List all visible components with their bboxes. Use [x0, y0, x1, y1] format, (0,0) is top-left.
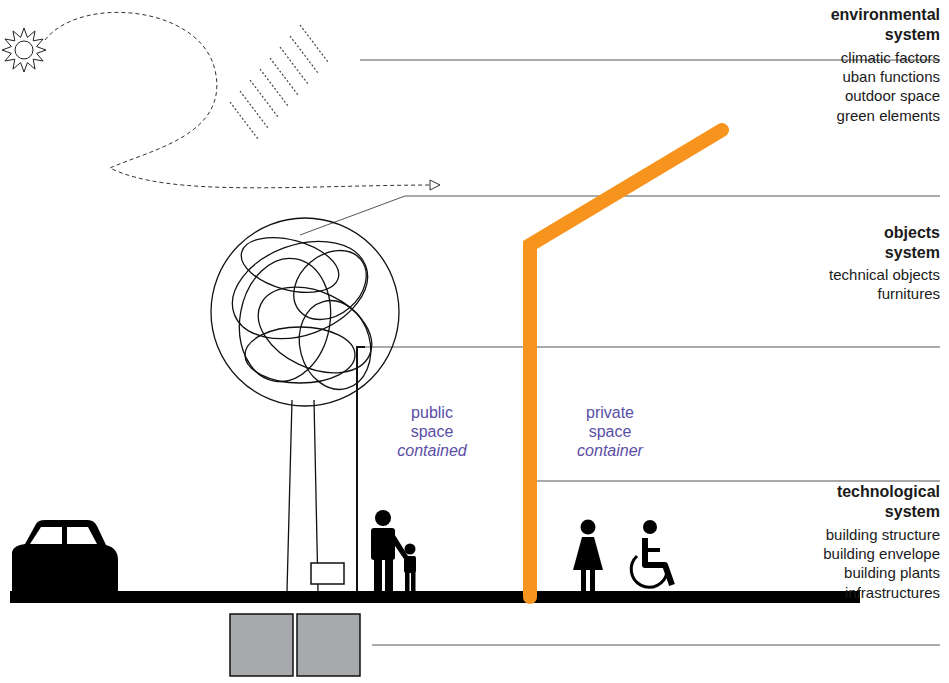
system-component: green elements	[837, 106, 940, 125]
wheelchair-icon	[643, 520, 657, 534]
sun-rays	[2, 28, 46, 72]
wheelchair-icon	[631, 556, 667, 587]
person-icon	[590, 568, 595, 591]
person-icon	[375, 510, 391, 526]
person-icon	[581, 520, 596, 535]
person-icon	[371, 528, 395, 560]
tree-crown	[280, 236, 380, 333]
tree-crown	[245, 327, 355, 383]
system-component: building plants	[844, 563, 940, 582]
child-icon	[405, 544, 416, 555]
wheelchair-icon	[645, 538, 672, 585]
tree-crown	[211, 218, 399, 406]
system-component: uban functions	[842, 67, 940, 86]
system-component: infrastructures	[845, 583, 940, 602]
child-icon	[411, 572, 416, 591]
space-label: private space	[586, 403, 634, 441]
radiation-line	[290, 36, 318, 73]
radiation-line	[280, 47, 308, 84]
car-window	[67, 527, 97, 544]
person-icon	[573, 537, 603, 570]
tree-crown	[219, 224, 381, 356]
person-icon	[581, 568, 586, 591]
tree-trunk	[287, 400, 292, 591]
system-heading: objects system	[884, 223, 940, 263]
system-component: outdoor space	[845, 86, 940, 105]
sun-path	[45, 12, 438, 187]
infrastructure-box	[230, 614, 293, 676]
person-icon	[391, 532, 408, 559]
space-role: contained	[397, 441, 466, 460]
person-icon	[374, 558, 382, 591]
tree-crown	[230, 251, 340, 389]
system-component: building envelope	[823, 544, 940, 563]
infrastructure-box	[297, 614, 360, 676]
wheelchair-icon	[645, 548, 660, 552]
radiation-line	[250, 80, 278, 117]
radiation-line	[270, 58, 298, 95]
building-envelope	[530, 130, 722, 597]
sun-disc	[15, 41, 33, 59]
leader-line	[300, 196, 940, 235]
bracket	[357, 347, 365, 591]
system-component: building structure	[826, 525, 940, 544]
system-component: technical objects	[829, 265, 940, 284]
space-role: container	[577, 441, 643, 460]
tree-crown	[290, 292, 381, 397]
radiation-line	[230, 102, 258, 139]
furniture-object	[311, 563, 344, 584]
tree-crown	[235, 228, 345, 302]
system-heading: environmental system	[831, 5, 940, 45]
arrow-head	[430, 180, 440, 190]
radiation-line	[260, 69, 288, 106]
space-label: public space	[411, 403, 454, 441]
leader-line	[372, 645, 940, 646]
child-icon	[405, 572, 410, 591]
radiation-line	[300, 25, 328, 62]
person-icon	[385, 558, 393, 591]
leader-line	[530, 481, 940, 482]
child-icon	[404, 556, 416, 573]
radiation-line	[240, 91, 268, 128]
car-icon	[12, 520, 118, 591]
leader-line	[365, 347, 940, 348]
ground-line	[10, 591, 860, 603]
car-window	[30, 527, 62, 544]
system-component: climatic factors	[841, 48, 940, 67]
system-component: furnitures	[877, 284, 940, 303]
system-heading: technological system	[837, 482, 940, 522]
